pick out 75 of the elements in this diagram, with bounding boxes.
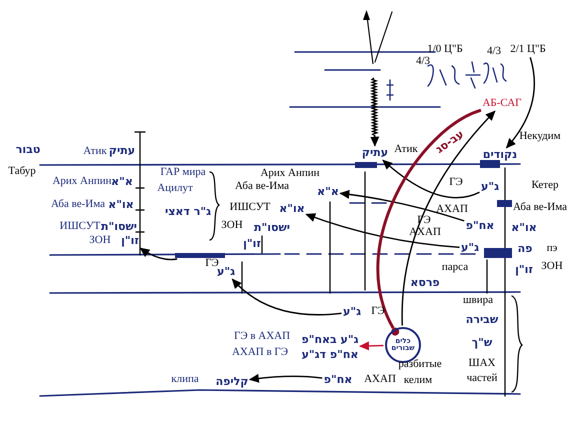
handwritten-text: ג"ר דאצי bbox=[165, 206, 211, 218]
arrow bbox=[339, 190, 464, 222]
handwritten-text: ג"ע bbox=[461, 242, 479, 254]
handwritten-text: פה bbox=[518, 243, 532, 255]
handwritten-text: או"א bbox=[108, 199, 134, 211]
handwritten-text: נקודים bbox=[482, 149, 518, 161]
handwritten-text: או"א bbox=[279, 203, 305, 215]
handwritten-text: קליפה bbox=[216, 376, 248, 388]
label-text: ГЭ в АХАП bbox=[234, 331, 290, 343]
handwritten-text: אח"פ דג"ע bbox=[302, 348, 358, 360]
handwritten-text: א"א bbox=[111, 176, 133, 188]
handwritten-text: שבירה bbox=[466, 314, 498, 326]
handwritten-text: עתיק bbox=[108, 145, 136, 157]
label-text: ГЭ bbox=[449, 177, 463, 189]
handwritten-text: ג"ע bbox=[343, 306, 361, 318]
arrow bbox=[382, 160, 480, 198]
label-text: 4/3 bbox=[486, 46, 502, 58]
label-text: келим bbox=[404, 375, 432, 387]
label-text: АХАП bbox=[436, 204, 468, 216]
label-text: АХАП bbox=[364, 374, 396, 386]
label-text: Арих Анпин bbox=[52, 176, 112, 188]
handwritten-text: זו"ן bbox=[515, 264, 533, 276]
label-text: Атик bbox=[394, 144, 418, 156]
label-text: ИШСУТ bbox=[230, 202, 270, 214]
handwritten-text: זו"ן bbox=[243, 238, 261, 250]
handwritten-text: עתיק bbox=[362, 147, 388, 159]
label-text: АХАП в ГЭ bbox=[232, 347, 288, 359]
label-text: Кетер bbox=[532, 180, 558, 192]
handwritten-text: טבור bbox=[16, 144, 40, 156]
handwritten-text: זו"ן bbox=[121, 235, 139, 247]
handwritten-text: ג"ע באח"פ bbox=[301, 334, 359, 346]
label-text: ЗОН bbox=[89, 235, 111, 247]
handwritten-text: ישסו"ת bbox=[254, 222, 290, 234]
label-text: ИШСУТ bbox=[60, 221, 100, 233]
label-text: Аба ве-Има bbox=[513, 202, 567, 214]
handwritten-text: אח"פ bbox=[324, 374, 352, 386]
label-text: Ацилут bbox=[157, 183, 193, 195]
label-text: частей bbox=[466, 373, 498, 385]
handwritten-text: ש"ך bbox=[472, 337, 492, 349]
handwritten-text: פרסא bbox=[410, 277, 440, 289]
label-text: 2/1 Ц"Б bbox=[510, 44, 546, 56]
arrow bbox=[140, 248, 178, 260]
label-text: ГЭ bbox=[371, 306, 385, 318]
label-text: парса bbox=[442, 262, 468, 274]
arrow bbox=[370, 77, 380, 147]
label-text: швира bbox=[463, 295, 493, 307]
handwritten-text: ג"ע bbox=[217, 266, 235, 278]
label-text: АБ-САГ bbox=[482, 98, 522, 110]
label-text: 4/3 bbox=[416, 56, 430, 68]
label-text: Аба ве-Има bbox=[51, 199, 105, 211]
label-text: Табур bbox=[8, 166, 36, 178]
handwritten-text: ישסו"ת bbox=[100, 221, 138, 233]
label-text: Некудим bbox=[519, 131, 561, 143]
label-text: Арих Анпин bbox=[260, 168, 320, 180]
handwritten-text: ג"ע bbox=[481, 181, 499, 193]
label-text: ЗОН bbox=[541, 261, 563, 273]
arrow bbox=[359, 341, 384, 350]
arrow bbox=[232, 278, 342, 316]
handwritten-text: או"א bbox=[511, 222, 537, 234]
arrow bbox=[305, 213, 460, 248]
label-text: 1/0 Ц"Б bbox=[427, 44, 463, 56]
arrow bbox=[248, 374, 322, 383]
handwritten-text: א"א bbox=[317, 186, 339, 198]
bar bbox=[175, 252, 225, 258]
label-text: ГАР мира bbox=[160, 167, 206, 179]
label-text: пэ bbox=[546, 243, 558, 255]
label-text: клипа bbox=[171, 374, 199, 386]
label-text: ГЭ bbox=[205, 258, 219, 270]
label-text: Атик bbox=[83, 146, 107, 158]
label-text: ШАХ bbox=[468, 358, 496, 370]
arrow bbox=[506, 57, 535, 148]
label-text: ЗОН bbox=[221, 220, 243, 232]
label-text: Аба ве-Има bbox=[235, 181, 289, 193]
handwritten-text: אח"פ bbox=[466, 220, 494, 232]
arrow bbox=[402, 110, 496, 326]
